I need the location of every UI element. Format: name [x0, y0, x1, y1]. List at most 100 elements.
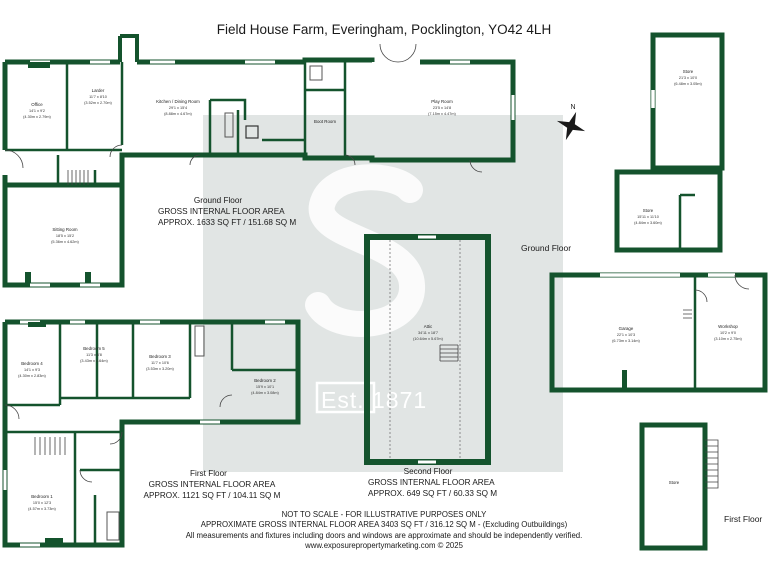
watermark-text: Est. 1871 [321, 387, 427, 413]
room-attic-name: Attic [424, 324, 433, 329]
bed4-furniture [28, 322, 46, 327]
ground-floor-outer-walls [2, 57, 516, 288]
sitting-furniture-2 [85, 272, 91, 283]
footer-total-area: APPROXIMATE GROSS INTERNAL FLOOR AREA 34… [200, 520, 568, 530]
room-attic-metric: (10.64m x 5.67m) [413, 337, 443, 341]
ground-floor-area-label: GROSS INTERNAL FLOOR AREA [158, 207, 285, 216]
watermark-est-box [315, 381, 376, 414]
kitchen-island [224, 112, 234, 138]
second-floor-area-label: GROSS INTERNAL FLOOR AREA [368, 478, 495, 487]
room-attic-dims: 34'11 x 18'7 [418, 331, 438, 335]
room-bed4-dims: 14'1 x 9'3 [24, 368, 40, 372]
room-play-dims: 23'5 x 14'8 [433, 106, 451, 110]
room-garage-metric: (6.73m x 3.14m) [612, 339, 640, 343]
room-kitchen-dims: 29'1 x 15'4 [169, 106, 187, 110]
room-garage-name: Garage [619, 326, 634, 331]
first-floor-room-labels: Bedroom 4 14'1 x 9'3 (4.30m x 2.83m) Bed… [18, 346, 279, 511]
kitchen-bay [118, 34, 139, 62]
room-store1-dims: 21'3 x 10'0 [679, 76, 697, 80]
second-floor-area-value: APPROX. 649 SQ FT / 60.33 SQ M [368, 489, 498, 498]
room-bed2-dims: 15'9 x 10'1 [256, 385, 274, 389]
attic-stairs [439, 344, 459, 362]
first-floor-summary: First Floor GROSS INTERNAL FLOOR AREA AP… [142, 468, 282, 501]
room-bed4-metric: (4.30m x 2.83m) [18, 374, 46, 378]
second-floor-plan [364, 234, 491, 465]
room-bed5-name: Bedroom 5 [83, 346, 105, 351]
room-bed2-name: Bedroom 2 [254, 378, 276, 383]
room-bed1-name: Bedroom 1 [31, 494, 53, 499]
room-workshop-dims: 10'2 x 9'0 [720, 331, 736, 335]
room-bed1-dims: 15'0 x 12'3 [33, 501, 51, 505]
garage-door-swings [694, 274, 750, 303]
page-title: Field House Farm, Everingham, Pocklingto… [216, 22, 552, 37]
ground-floor-room-labels: Office 14'1 x 9'2 (4.30m x 2.79m) Larder… [23, 88, 456, 244]
room-bed3-dims: 11'7 x 10'6 [151, 361, 169, 365]
first-floor-door-swings [4, 394, 233, 483]
ground-floor-area-value: APPROX. 1633 SQ FT / 151.68 SQ M [158, 218, 297, 227]
room-larder-name: Larder [92, 88, 105, 93]
outbuildings-room-labels: Store 21'3 x 10'0 (6.48m x 3.05m) Store … [612, 69, 742, 485]
footer-disclaimer: NOT TO SCALE - FOR ILLUSTRATIVE PURPOSES… [281, 510, 487, 519]
room-larder-dims: 11'7 x 8'10 [89, 95, 107, 99]
door-swing [4, 43, 483, 173]
store-3-stairs [705, 439, 719, 489]
store-3-walls [639, 422, 708, 551]
room-sitting-dims: 18'5 x 15'2 [56, 234, 74, 238]
ground-floor-internal-walls [5, 62, 347, 185]
outbuildings-ground-heading: Ground Floor [521, 243, 572, 253]
garage-pillar [622, 370, 627, 390]
room-play-metric: (7.15m x 4.47m) [428, 112, 456, 116]
office-furniture [28, 62, 50, 68]
boot-room-wc [309, 65, 323, 81]
ground-floor-summary: Ground Floor GROSS INTERNAL FLOOR AREA A… [158, 195, 297, 228]
room-workshop-name: Workshop [718, 324, 738, 329]
ground-floor-plan [2, 34, 516, 288]
room-office-name: Office [31, 102, 43, 107]
room-store2-dims: 15'11 x 11'10 [637, 215, 659, 219]
garage-steps [683, 309, 692, 319]
footer-verification-note: All measurements and fixtures including … [185, 530, 583, 540]
room-bed3-metric: (3.53m x 3.20m) [146, 367, 174, 371]
room-bed4-name: Bedroom 4 [21, 361, 43, 366]
room-kitchen-metric: (8.88m x 4.67m) [164, 112, 192, 116]
room-bed5-metric: (3.43m x 2.64m) [80, 359, 108, 363]
room-store1-name: Store [683, 69, 694, 74]
watermark: Est. 1871 [203, 115, 563, 472]
room-workshop-metric: (3.10m x 2.75m) [714, 337, 742, 341]
store-2-internal [678, 193, 695, 250]
room-kitchen-name: Kitchen / Dining Room [156, 99, 200, 104]
second-floor-summary: Second Floor GROSS INTERNAL FLOOR AREA A… [368, 466, 498, 499]
attic-windows [418, 235, 436, 464]
ground-floor-heading: Ground Floor [193, 196, 243, 205]
room-larder-metric: (3.52m x 2.70m) [84, 101, 112, 105]
first-floor-bath [194, 325, 205, 357]
room-sitting-metric: (5.36m x 4.62m) [51, 240, 79, 244]
first-floor-plan [2, 319, 301, 548]
attic-eaves [389, 240, 461, 459]
room-store3-name: Store [669, 480, 680, 485]
first-floor-outer-walls [2, 319, 301, 548]
footer-website: www.exposurepropertymarketing.com © 2025 [305, 541, 463, 551]
compass-star [556, 111, 586, 141]
first-floor-heading: First Floor [190, 469, 227, 478]
room-bed1-metric: (4.57m x 3.73m) [28, 507, 56, 511]
second-floor-heading: Second Floor [403, 467, 453, 476]
store-2-walls [614, 169, 723, 253]
room-office-metric: (4.30m x 2.79m) [23, 115, 51, 119]
room-play-name: Play Room [431, 99, 453, 104]
room-sitting-name: Sitting Room [52, 227, 77, 232]
bed1-furniture [45, 538, 63, 544]
compass-icon: N [556, 104, 586, 141]
store-1-walls [650, 32, 725, 171]
first-floor-area-label: GROSS INTERNAL FLOOR AREA [148, 480, 276, 489]
room-office-dims: 14'1 x 9'2 [29, 109, 45, 113]
first-floor-stairs [34, 437, 66, 455]
attic-outer-walls [364, 234, 491, 465]
first-floor-area-value: APPROX. 1121 SQ FT / 104.11 SQ M [143, 491, 281, 500]
footer: NOT TO SCALE - FOR ILLUSTRATIVE PURPOSES… [0, 510, 768, 552]
room-store2-name: Store [643, 208, 654, 213]
room-store1-metric: (6.48m x 3.05m) [674, 82, 702, 86]
room-garage-dims: 22'1 x 10'3 [617, 333, 635, 337]
second-floor-room-labels: Attic 34'11 x 18'7 (10.64m x 5.67m) [413, 324, 443, 341]
kitchen-range [245, 125, 259, 139]
